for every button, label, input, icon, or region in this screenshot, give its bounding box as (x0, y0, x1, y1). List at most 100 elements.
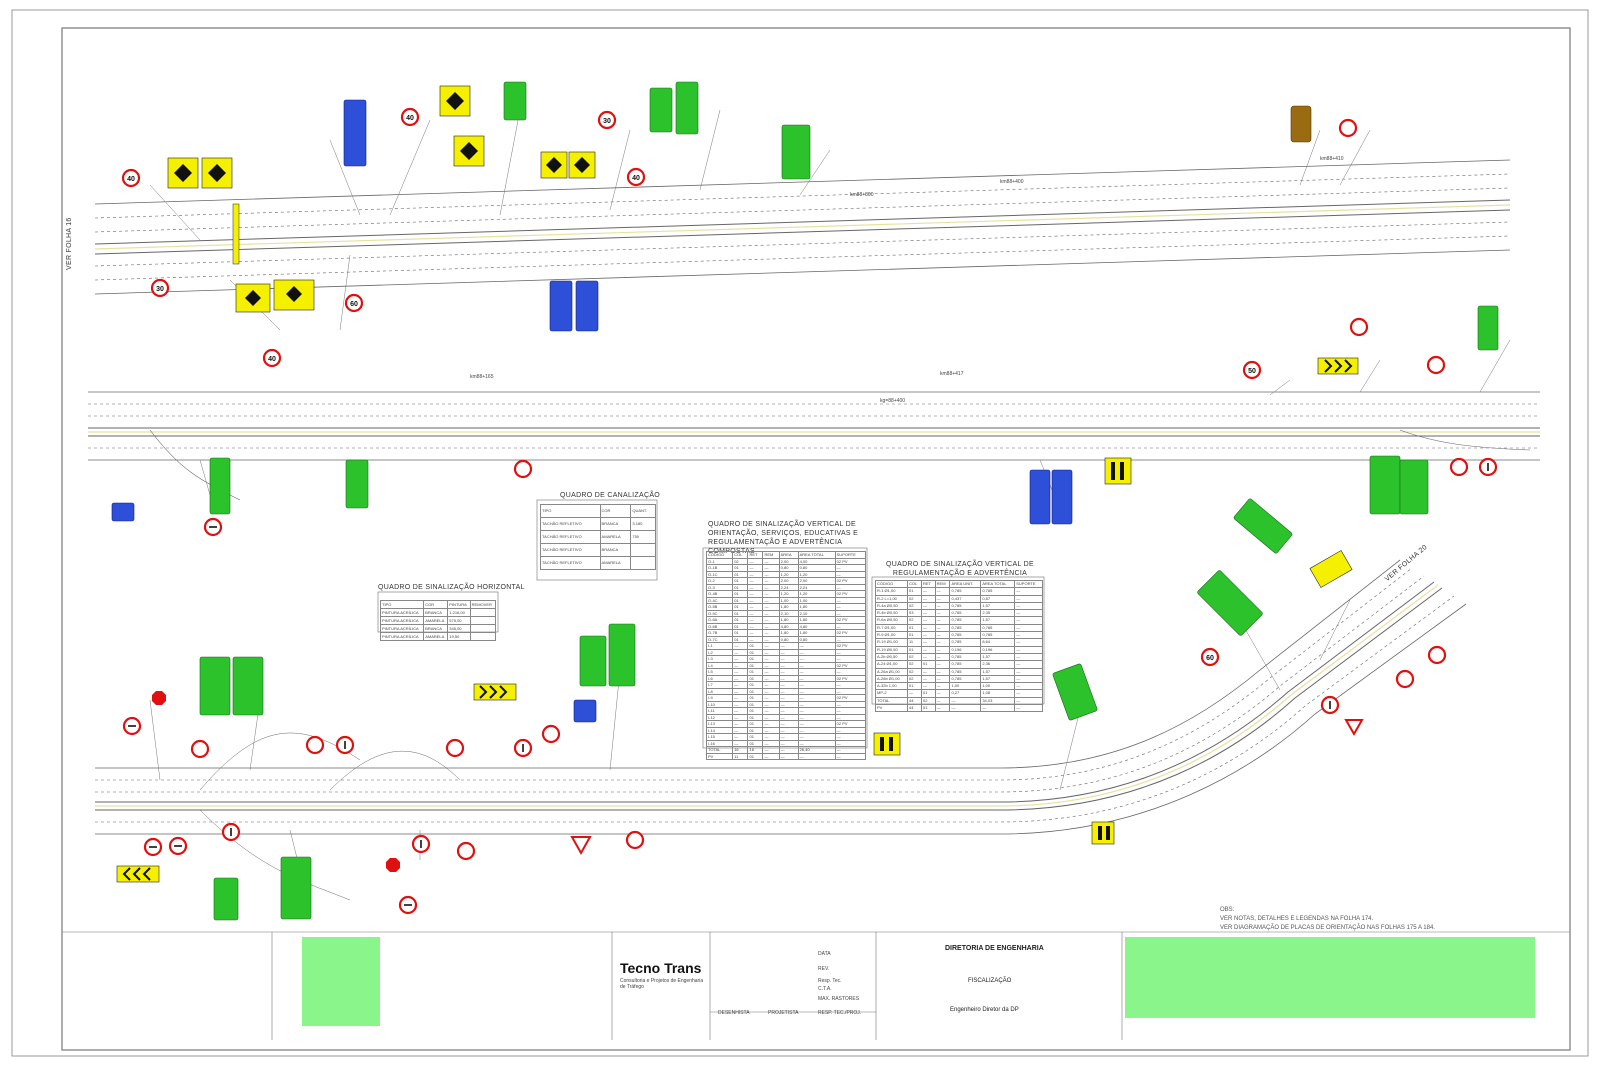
table-cell: 01 (732, 622, 749, 630)
table-cell: PV (875, 704, 908, 713)
table-cell: R-4a Ø0,50 (875, 601, 908, 611)
svg-text:km88+800: km88+800 (850, 192, 874, 198)
table-cell: 02 (920, 696, 936, 706)
table-cell: — (920, 645, 936, 654)
table-cell: — (732, 707, 749, 715)
table-cell: 345,00 (447, 624, 471, 633)
table-cell: 0,785 (949, 638, 982, 647)
table-cell: 16 (732, 746, 749, 754)
table-cell: — (934, 616, 951, 625)
warning-sign (1104, 457, 1132, 485)
table-row: I-4—01———02 PV (705, 661, 867, 669)
table-cell: — (920, 587, 936, 596)
speed-limit-sign (400, 107, 420, 127)
table-cell: — (920, 682, 936, 691)
table-cell: — (949, 696, 982, 706)
hazard-marker (232, 203, 240, 265)
table-cell: — (834, 746, 867, 754)
table-cell: — (762, 681, 780, 689)
table-cell: — (834, 700, 867, 708)
warning-sign (201, 157, 233, 189)
table-cell: — (762, 570, 780, 578)
table-cell: BRANCA (599, 517, 632, 531)
table-row: I-8—01———— (705, 687, 867, 695)
guide-sign (1477, 305, 1499, 351)
table-cell: 02 (906, 616, 922, 625)
table-cell: R-1 Ø1,00 (875, 587, 908, 596)
table-cell: — (834, 570, 867, 578)
table-cell: 01 (906, 645, 922, 654)
table-cell: 02 PV (834, 616, 867, 624)
table-cell: 0,785 (949, 660, 982, 669)
table-cell: — (949, 704, 982, 713)
guide-sign (503, 81, 527, 121)
table-cell: — (1014, 652, 1043, 662)
table-cell: — (732, 733, 749, 741)
table-cell: 01 (906, 631, 922, 640)
title-row: DATA (818, 951, 831, 957)
table-cell: 1.216,00 (447, 608, 471, 617)
table-cell: R-9 Ø1,00 (875, 631, 908, 640)
table-cell: — (762, 564, 780, 572)
table-cell: 1,57 (980, 652, 1016, 662)
table-regulamentacao-title: QUADRO DE SINALIZAÇÃO VERTICAL DE REGULA… (886, 561, 1034, 577)
table-cell: 44 (906, 704, 922, 713)
table-cell: — (1014, 645, 1043, 654)
guide-sign (675, 81, 699, 135)
table-cell: SUPORTE (1014, 579, 1043, 589)
table-cell: 0,785 (949, 631, 982, 640)
table-canalizacao-title: QUADRO DE CANALIZAÇÃO (560, 492, 661, 499)
table-cell: 01 (732, 583, 749, 591)
table-cell: — (1014, 601, 1043, 611)
table-cell: — (762, 668, 780, 676)
table-cell: 01 (732, 596, 749, 604)
table-cell: — (1014, 704, 1043, 713)
table-cell: 0,27 (949, 689, 982, 698)
table-cell: — (762, 700, 780, 708)
svg-text:kg=88+400: kg=88+400 (880, 398, 905, 404)
table-cell: — (762, 687, 780, 695)
table-cell: — (934, 660, 951, 669)
table-cell: — (834, 752, 867, 760)
table-cell: — (762, 661, 780, 669)
guide-sign (1197, 570, 1263, 636)
table-cell: PINTURA (447, 600, 471, 609)
table-cell: — (762, 583, 780, 591)
table-horizontal-title: QUADRO DE SINALIZAÇÃO HORIZONTAL (378, 584, 525, 591)
guide-sign (608, 623, 636, 687)
company-logo-sub: Consultoria e Projetos de Engenharia de … (620, 978, 704, 990)
table-cell: 02 (732, 557, 749, 565)
table-cell: — (1014, 660, 1043, 669)
table-cell: — (1014, 689, 1043, 698)
table-cell: R-4b Ø0,50 (875, 609, 908, 618)
table-cell: — (934, 594, 951, 603)
notes-line: VER NOTAS, DETALHES E LEGENDAS NA FOLHA … (1220, 916, 1374, 922)
table-cell: — (762, 642, 780, 650)
table-cell: AMARELA (423, 616, 449, 625)
guide-sign (280, 856, 312, 920)
table-cell: 01 (732, 603, 749, 611)
table-cell: — (834, 733, 867, 741)
service-sign (573, 699, 597, 723)
table-cell: — (732, 642, 749, 650)
stop-sign (386, 858, 400, 872)
table-cell: 1,08 (980, 689, 1016, 698)
table-cell: — (1014, 638, 1043, 647)
table-cell: 02 (906, 660, 922, 669)
speed-limit-sign (1242, 360, 1262, 380)
table-cell: — (834, 655, 867, 663)
table-cell: 02 PV (834, 629, 867, 637)
table-cell: — (732, 681, 749, 689)
table-cell: — (834, 739, 867, 747)
table-cell: — (934, 638, 951, 647)
service-sign (111, 502, 135, 522)
